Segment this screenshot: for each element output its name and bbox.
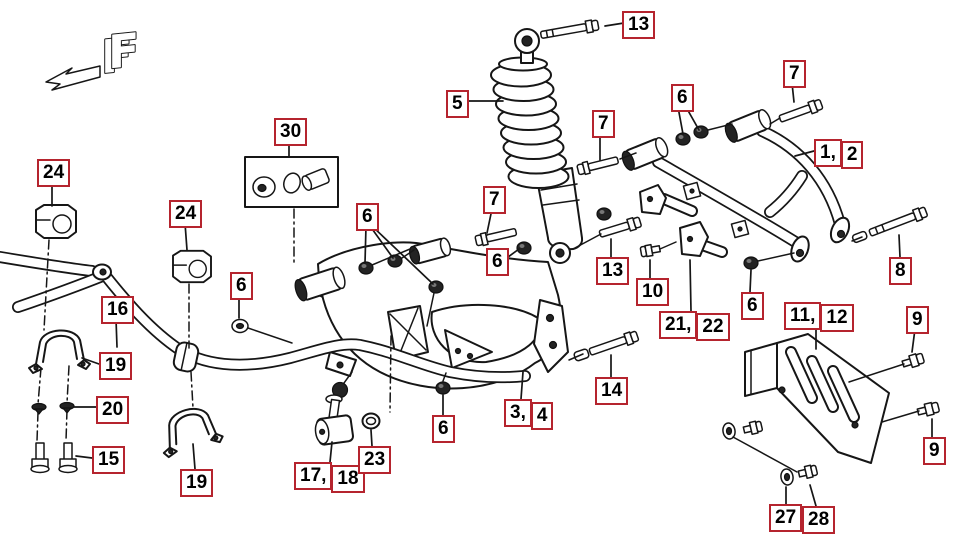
nut-6-drawings — [231, 125, 759, 395]
leader-line-15 — [75, 455, 93, 459]
bushing-kit-30-drawing — [244, 156, 339, 208]
leader-line-24-mid — [184, 222, 188, 251]
bolt-15-drawings — [30, 442, 78, 474]
leader-line-17-18 — [329, 441, 333, 463]
stabilizer-link-drawing — [314, 371, 354, 446]
leader-line-23 — [370, 429, 373, 447]
leader-line-6-upper-pair — [685, 106, 700, 131]
direction-letter: F — [108, 22, 139, 79]
leader-lines — [51, 22, 933, 507]
shock-absorber-drawing — [490, 28, 584, 264]
leader-line-6-upper-pair — [677, 106, 684, 135]
sway-bar-bracket-drawings — [639, 184, 728, 258]
bolt-7-left-drawing — [576, 156, 619, 176]
clamp-19-lower-drawing — [162, 407, 224, 459]
leader-line-21-22 — [689, 259, 692, 312]
leader-line-7-center — [486, 208, 493, 234]
bolt-10-drawing — [639, 243, 661, 258]
sway-bar-bushing-ring — [172, 341, 200, 373]
nut-6 — [358, 261, 374, 275]
leader-line-13-top — [604, 22, 625, 27]
direction-indicator-icon: F F — [45, 21, 140, 91]
nut-6 — [516, 241, 532, 255]
upper-arm-drawing — [621, 109, 851, 263]
leader-line-16 — [115, 318, 118, 348]
leader-line-6-center-trio — [369, 225, 394, 259]
leader-line-3-4 — [520, 371, 524, 400]
clamp-19-upper-drawing — [28, 329, 91, 374]
grommet-6 — [231, 318, 249, 334]
leader-line-28 — [809, 484, 817, 507]
bolt-13-top-drawing — [539, 19, 600, 39]
leader-line-6-center-trio — [371, 225, 434, 285]
direction-letter-shadow: F — [101, 27, 132, 84]
leader-line-7-upper — [791, 82, 795, 103]
leader-line-9-upper — [911, 328, 916, 353]
leader-line-8 — [898, 234, 901, 258]
bolt-14-drawing — [573, 330, 640, 362]
leader-line-19-upper — [81, 357, 100, 365]
nut-6 — [693, 125, 709, 139]
leader-line-6-center-trio — [364, 225, 367, 264]
bolt-13-lower-drawing — [598, 216, 642, 238]
bolt-7-upper-drawing — [778, 99, 824, 123]
direction-arrow — [45, 65, 101, 91]
washer-20-drawings — [31, 401, 75, 415]
bolt-9-upper-drawing — [901, 352, 925, 369]
bolt-7-center-drawing — [474, 228, 518, 247]
center-lines — [36, 208, 392, 442]
skid-plate-drawing — [744, 333, 890, 464]
nut-6 — [675, 132, 691, 146]
nut-6 — [435, 381, 451, 395]
leader-line-19-lower — [192, 443, 196, 470]
ring-23-drawing — [361, 412, 381, 430]
washer-27-bolt-28-drawings — [722, 420, 819, 486]
leader-line-1-2 — [794, 150, 815, 157]
bolt-8-drawing — [851, 206, 928, 244]
nut-6 — [596, 207, 612, 221]
nut-6 — [743, 256, 759, 270]
bolt-9-lower-drawing — [916, 401, 940, 417]
bushing-24-left-drawing — [35, 204, 77, 239]
bushing-24-mid-drawing — [172, 249, 212, 284]
leader-line-6-right — [749, 269, 752, 293]
